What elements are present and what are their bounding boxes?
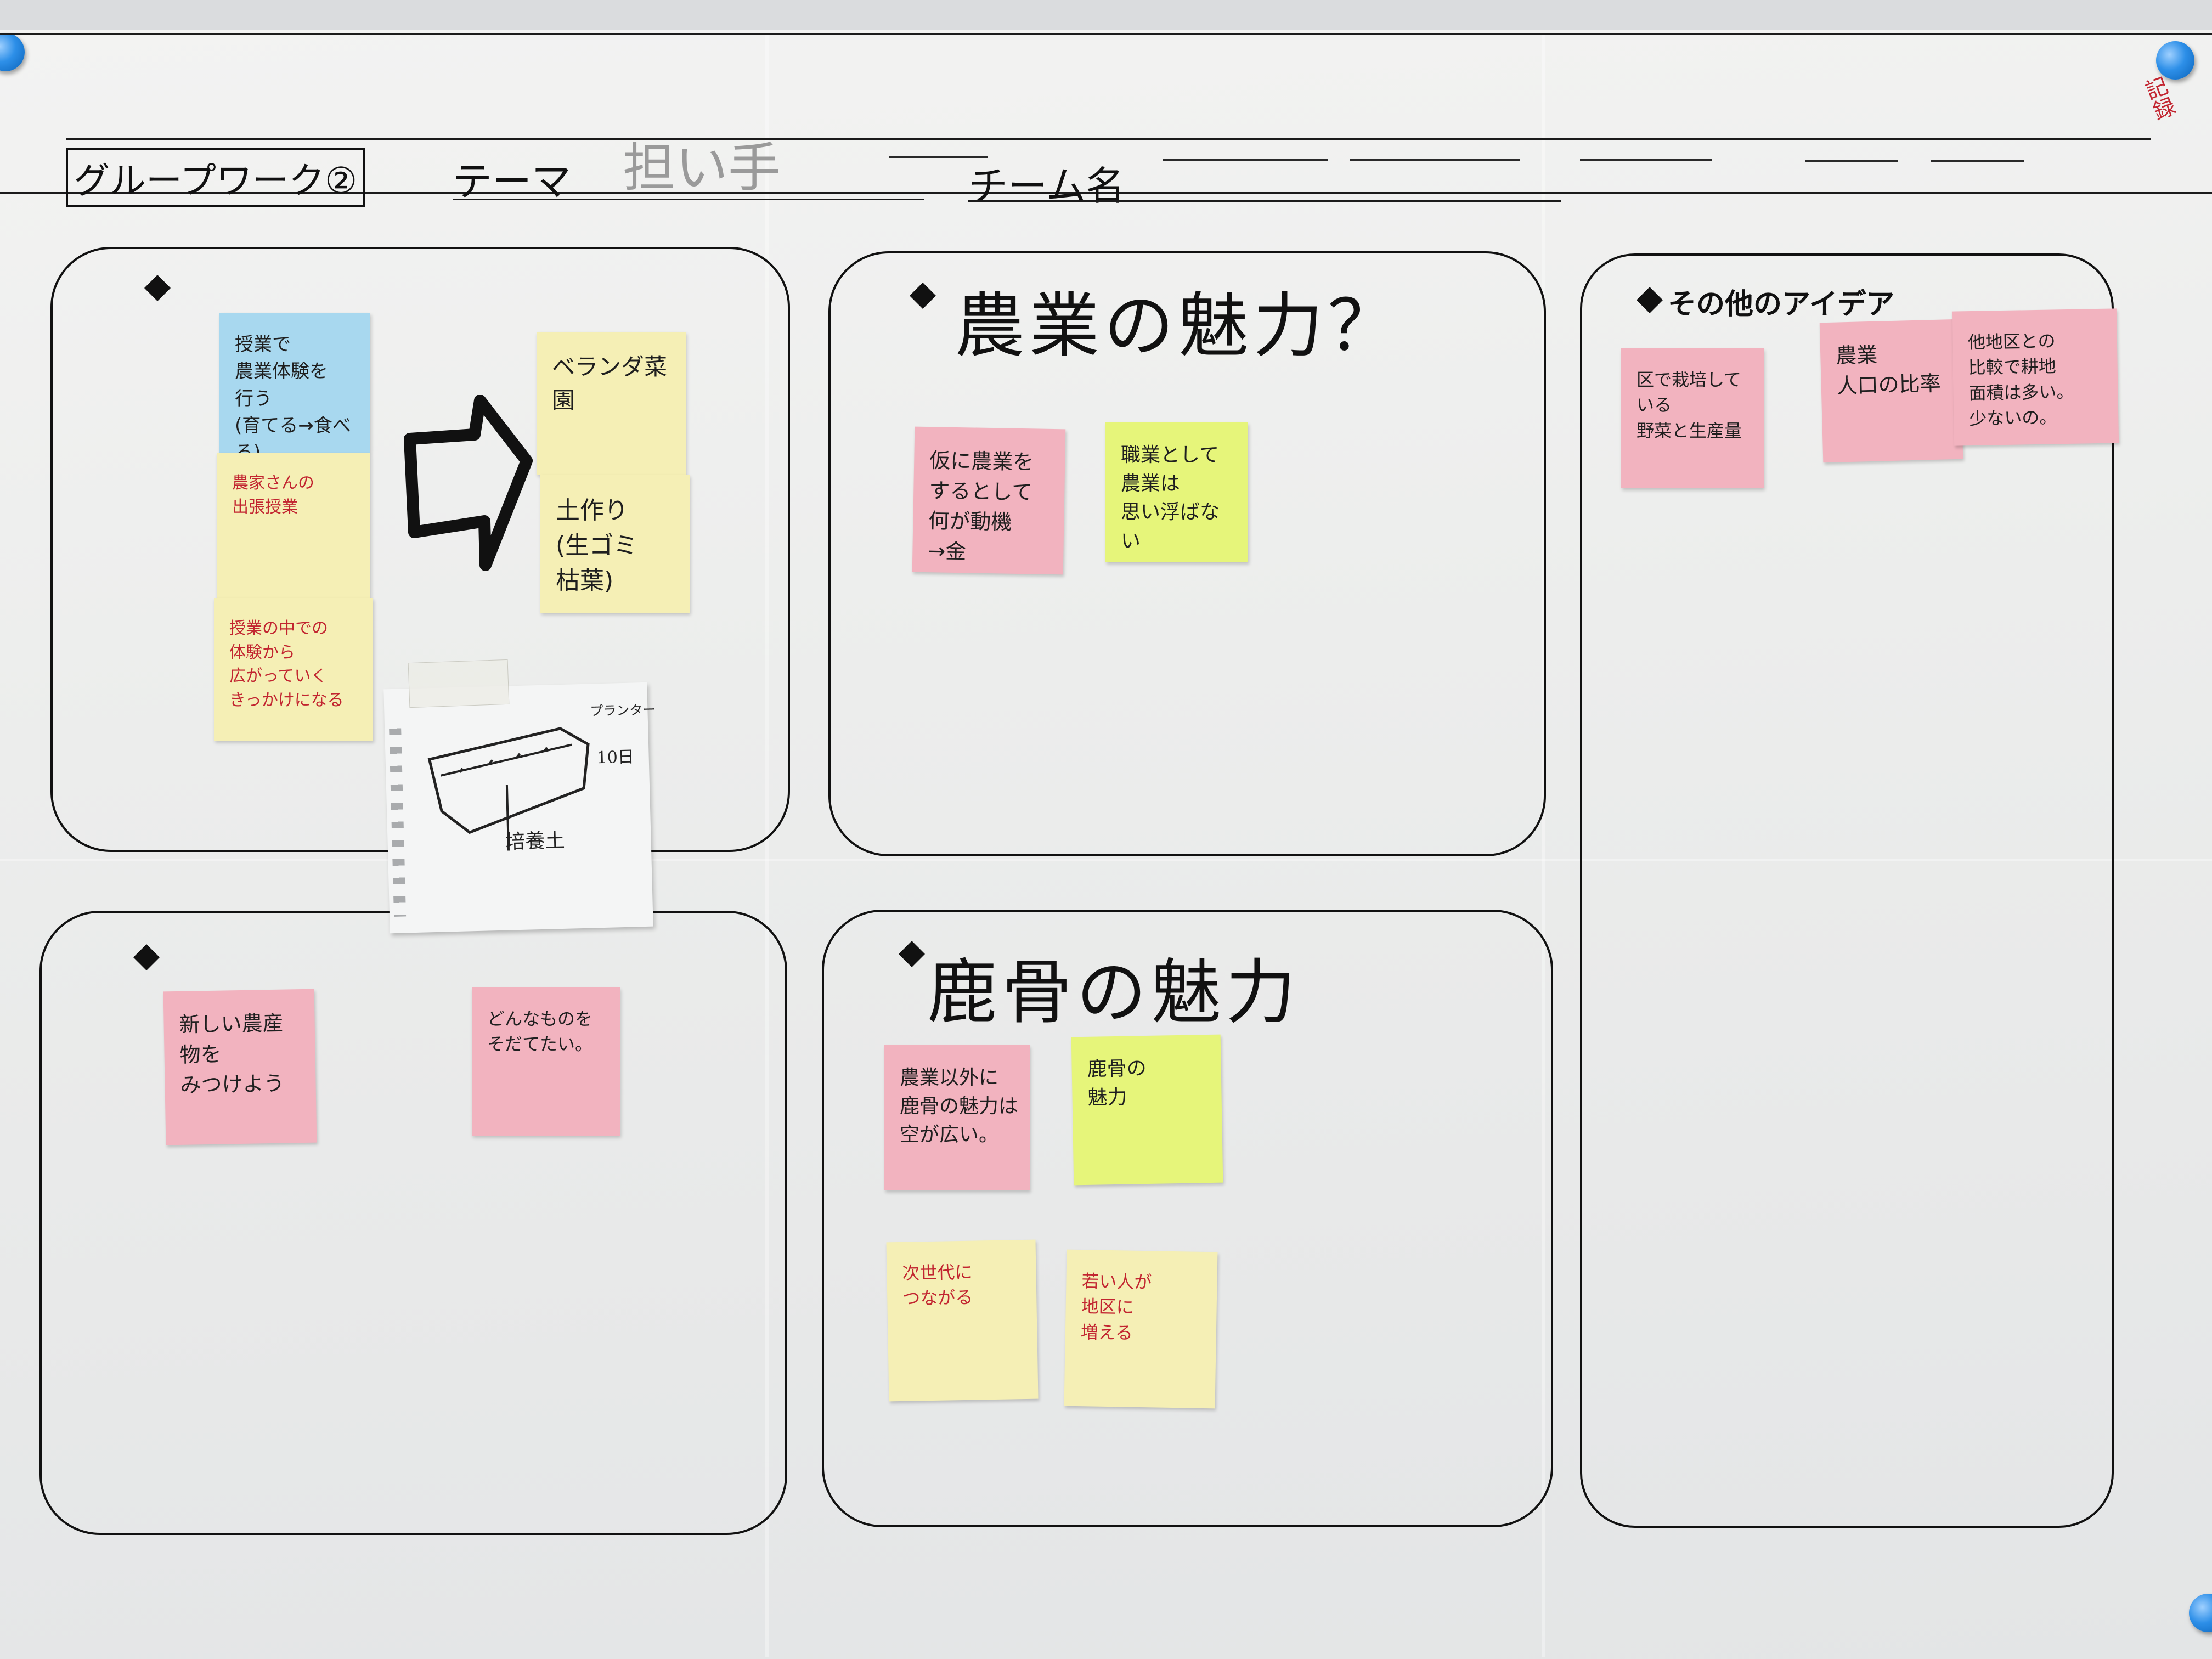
header-dash (1580, 159, 1712, 161)
sticky-note: 若い人が 地区に 増える (1064, 1249, 1218, 1409)
tape (408, 659, 510, 708)
sticky-note: 農家さんの 出張授業 (217, 453, 370, 598)
sticky-note: 次世代に つながる (886, 1239, 1039, 1402)
paper-crease (1542, 33, 1545, 1657)
paper-crease (0, 859, 2212, 861)
header-dash (889, 156, 988, 158)
header-dash (1931, 160, 2024, 162)
header-rule (0, 192, 2212, 194)
theme-label: テーマ (453, 159, 572, 205)
sticky-note: どんなものを そだてたい。 (472, 988, 620, 1136)
team-underline (968, 200, 1561, 202)
panel-right (1580, 253, 2114, 1528)
arrow-right-icon (404, 395, 533, 571)
header-rule (0, 33, 2212, 35)
panel-bottom-left (40, 911, 787, 1535)
panel-title-top-mid: 農業の魅力？ (955, 285, 1403, 367)
panel-title-bottom-mid: 鹿骨の魅力 (927, 952, 1301, 1034)
memo-label: 10日 (596, 747, 635, 768)
page-title: グループワーク② (66, 148, 365, 207)
memo-label: プランター (590, 702, 656, 719)
header-dash (1163, 159, 1328, 161)
sticky-note: 土作り (生ゴミ 枯葉) (540, 475, 690, 613)
sticky-note: 仮に農業を するとして 何が動機 →金 (912, 426, 1066, 575)
panel-label-right: その他のアイデア (1668, 288, 1895, 321)
memo-sketch: プランター 10日 培養土 (383, 682, 656, 934)
theme-underline (453, 199, 924, 200)
sticky-note: 他地区との 比較で耕地 面積は多い。 少ないの。 (1951, 308, 2119, 446)
sticky-note: 新しい農産物を みつけよう (163, 989, 317, 1146)
header-dash (1350, 159, 1520, 161)
sticky-note: 農業以外に 鹿骨の魅力は 空が広い。 (884, 1045, 1030, 1190)
memo-spiral (388, 716, 407, 917)
sticky-note: 職業として 農業は 思い浮ばない (1105, 422, 1248, 562)
sticky-note: 授業で 農業体験を 行う (育てる→食べる) (219, 313, 370, 464)
panel-bottom-mid (822, 910, 1553, 1527)
paper-crease (765, 33, 769, 1657)
sticky-note: 農業 人口の比率 (1819, 319, 1963, 463)
memo-label: 培養土 (505, 829, 566, 854)
push-pin-icon (2156, 41, 2194, 80)
team-label: チーム名 (968, 163, 1125, 209)
panel-top-mid (828, 251, 1546, 856)
header-rule (66, 138, 2151, 140)
sticky-note: 区で栽培している 野菜と生産量 (1621, 348, 1764, 488)
sticky-note: 授業の中での 体験から 広がっていく きっかけになる (214, 598, 373, 741)
header-dash (1805, 160, 1898, 162)
sticky-note: 鹿骨の 魅力 (1071, 1034, 1223, 1186)
theme-value: 担い手 (623, 137, 781, 199)
sticky-note: ベランダ菜園 (537, 332, 686, 475)
planter-sketch (427, 727, 590, 851)
